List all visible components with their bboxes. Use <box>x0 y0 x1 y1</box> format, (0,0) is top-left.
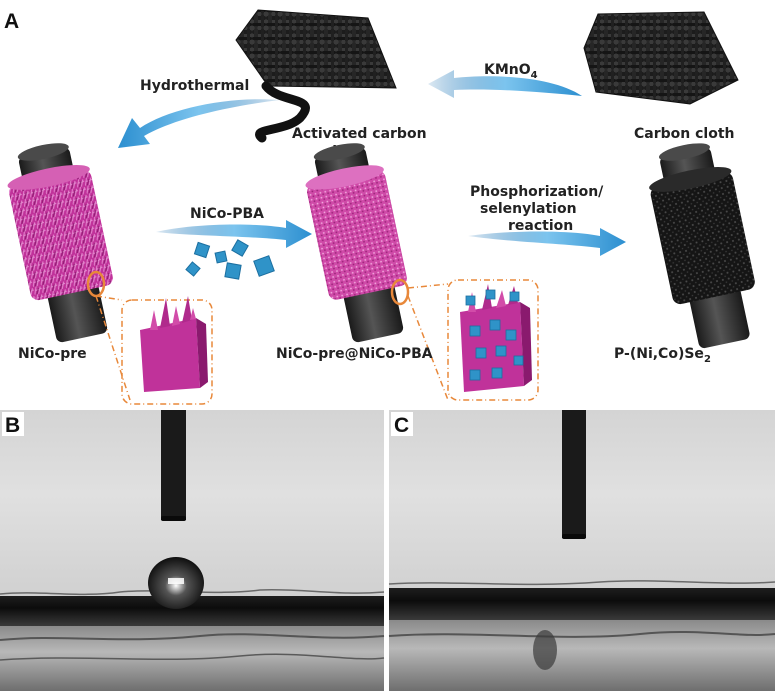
nico-pre-rod <box>7 143 113 343</box>
phosphorization-label-3: reaction <box>508 218 573 234</box>
contact-angle-photo-c <box>388 410 775 691</box>
phosphorization-label-2: selenylation <box>480 201 577 217</box>
nico-pba-label: NiCo-PBA <box>190 206 264 222</box>
nico-pre-zoom-lines <box>95 295 131 401</box>
hydrothermal-arrow <box>118 99 280 148</box>
activated-carbon-cloth-image <box>235 9 397 143</box>
panel-letter-a: A <box>4 10 19 33</box>
contact-angle-photo-b <box>0 410 385 691</box>
kmno4-arrow <box>428 70 582 98</box>
phosphorization-label-1: Phosphorization/ <box>470 184 604 200</box>
nico-pba-arrow <box>156 220 312 248</box>
activated-carbon-cloth-label-1: Activated carbon <box>292 126 427 142</box>
panel-c-label-bg <box>391 412 413 436</box>
product-rod <box>649 143 755 349</box>
kmno4-label: KMnO4 <box>484 62 538 81</box>
hydrothermal-label: Hydrothermal <box>140 78 249 94</box>
carbon-cloth-image <box>583 11 739 105</box>
nico-pre-pba-inset <box>460 284 532 392</box>
nico-pre-nanowire-inset <box>140 296 208 392</box>
nico-pre-zoom-box <box>121 299 213 405</box>
nico-pre-label: NiCo-pre <box>18 346 87 362</box>
carbon-cloth-label: Carbon cloth <box>634 126 734 142</box>
nico-pre-pba-rod <box>305 143 407 343</box>
panel-letter-c: C <box>394 414 409 437</box>
nico-pre-pba-label: NiCo-pre@NiCo-PBA <box>276 346 433 362</box>
nico-pba-cubes <box>185 239 275 280</box>
product-label: P-(Ni,Co)Se2 <box>614 346 711 365</box>
phosphorization-arrow <box>468 228 626 256</box>
panel-letter-b: B <box>5 414 20 437</box>
panel-b-label-bg <box>2 412 24 436</box>
nico-pre-pba-zoom-box <box>447 279 539 401</box>
nico-pre-pba-highlight-ring <box>390 278 410 306</box>
nico-pre-pba-zoom-lines <box>407 283 449 401</box>
